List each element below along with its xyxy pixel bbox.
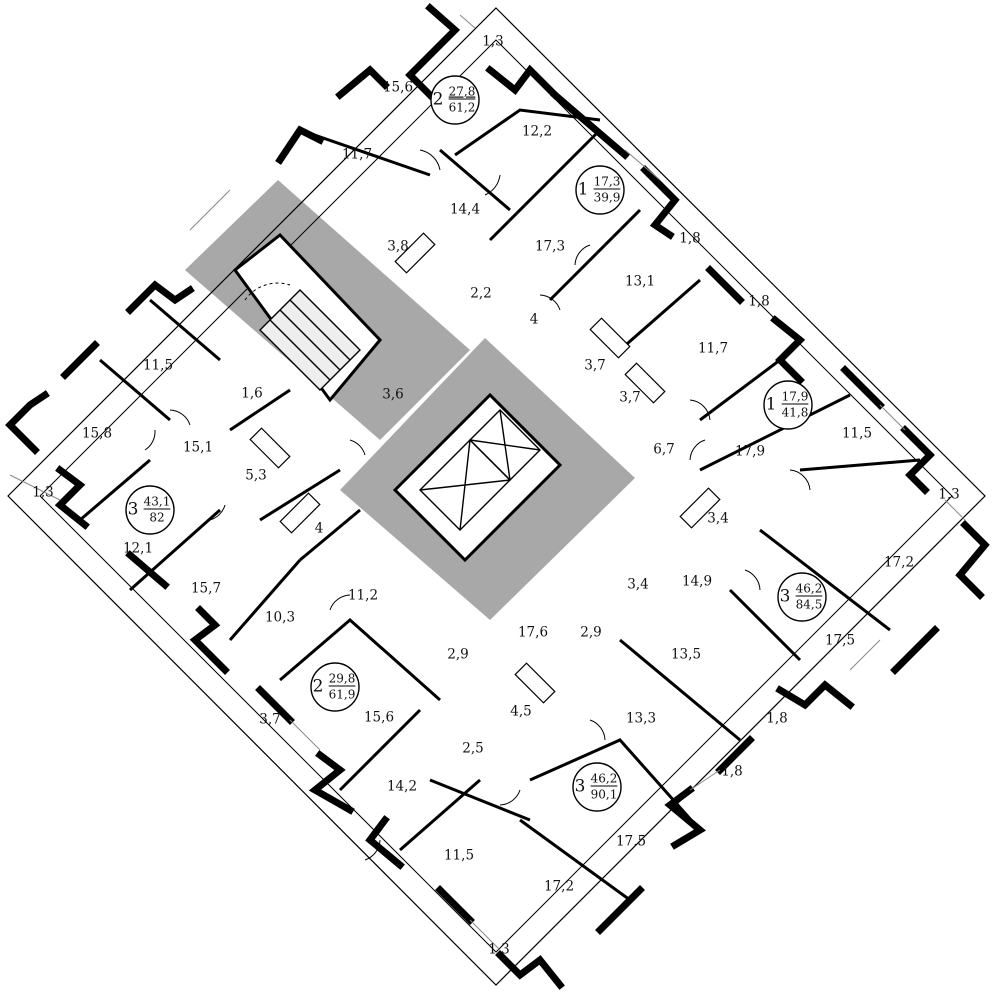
- room-area-label: 12,1: [123, 541, 153, 557]
- room-area-label: 4: [530, 312, 539, 328]
- room-area-label: 17,5: [825, 633, 855, 649]
- interior-walls: [79, 108, 921, 902]
- room-area-label: 17,6: [518, 625, 548, 641]
- exterior-walls: [5, 3, 990, 990]
- balcony-dimension-labels: 1,3 1,8 1,8 1,3 1,3 3,7 1,8 1,8 1,3: [32, 34, 959, 958]
- apartment-badge: 2 27,8 61,2: [430, 75, 480, 125]
- room-area-label: 3,7: [619, 390, 640, 406]
- room-area-label: 14,9: [682, 574, 712, 590]
- room-area-label: 17,5: [616, 834, 646, 850]
- room-area-label: 11,5: [444, 848, 474, 864]
- room-area-label: 3,4: [707, 511, 728, 527]
- balcony-dimension: 3,7: [259, 712, 280, 728]
- room-area-label: 3,4: [627, 577, 648, 593]
- balcony-dimension: 1,3: [482, 34, 503, 50]
- lift-shafts: [392, 392, 563, 563]
- room-area-label: 15,6: [383, 80, 413, 96]
- svg-text:46,2: 46,2: [796, 582, 823, 596]
- svg-text:43,1: 43,1: [144, 495, 171, 509]
- room-area-label: 3,8: [387, 239, 408, 255]
- room-area-label: 2,5: [462, 741, 483, 757]
- room-area-label: 13,1: [625, 274, 655, 290]
- balcony-dimension: 1,8: [766, 711, 787, 727]
- room-area-label: 17,9: [735, 444, 765, 460]
- room-area-label: 1,6: [241, 386, 262, 402]
- room-area-label: 2,9: [447, 647, 468, 663]
- apartment-badge: 3 43,1 82: [125, 485, 175, 535]
- staircase: [232, 232, 383, 403]
- svg-text:2: 2: [433, 90, 444, 110]
- apartment-badge: 2 29,8 61,9: [310, 662, 360, 712]
- room-area-label: 11,5: [842, 426, 872, 442]
- room-area-label: 4,5: [510, 704, 531, 720]
- svg-text:3: 3: [575, 777, 586, 797]
- svg-text:82: 82: [149, 511, 164, 525]
- balcony-dimension: 1,3: [938, 487, 959, 503]
- bath-fixtures: [249, 232, 721, 704]
- apartment-badge: 3 46,2 84,5: [777, 572, 827, 622]
- apartment-badge: 1 17,3 39,9: [575, 165, 625, 215]
- room-area-label: 17,2: [884, 555, 914, 571]
- windows: [9, 14, 966, 951]
- room-area-labels: 15,6 12,2 11,7 14,4 17,3 3,8 2,2 4 13,1 …: [82, 80, 914, 895]
- room-area-label: 15,6: [364, 710, 394, 726]
- svg-text:46,2: 46,2: [591, 772, 618, 786]
- room-area-label: 11,7: [342, 147, 372, 163]
- room-area-label: 15,1: [183, 440, 213, 456]
- room-area-label: 5,3: [245, 468, 266, 484]
- svg-text:84,5: 84,5: [796, 598, 823, 612]
- room-area-label: 11,5: [143, 358, 173, 374]
- doors: [144, 149, 811, 861]
- room-area-label: 3,7: [584, 358, 605, 374]
- svg-text:1: 1: [578, 180, 589, 200]
- room-area-label: 14,2: [387, 779, 417, 795]
- room-area-label: 11,7: [698, 341, 728, 357]
- balcony-dimension: 1,3: [488, 942, 509, 958]
- balcony-dimension: 1,8: [679, 231, 700, 247]
- room-area-label: 17,2: [544, 879, 574, 895]
- apartment-badge: 1 17,9 41,8: [763, 380, 813, 430]
- svg-text:1: 1: [766, 395, 777, 415]
- balcony-dimension: 1,8: [721, 764, 742, 780]
- svg-text:3: 3: [780, 587, 791, 607]
- svg-text:17,3: 17,3: [594, 175, 621, 189]
- room-area-label: 13,3: [626, 711, 656, 727]
- room-area-label: 11,2: [348, 588, 378, 604]
- svg-text:2: 2: [313, 677, 324, 697]
- room-area-label: 15,7: [191, 581, 221, 597]
- room-area-label: 6,7: [653, 442, 674, 458]
- svg-text:3: 3: [128, 500, 139, 520]
- svg-text:27,8: 27,8: [449, 85, 476, 99]
- room-area-label: 12,2: [522, 124, 552, 140]
- svg-text:29,8: 29,8: [329, 672, 356, 686]
- svg-text:61,9: 61,9: [329, 688, 356, 702]
- svg-text:41,8: 41,8: [782, 406, 809, 420]
- room-area-label: 13,5: [671, 647, 701, 663]
- svg-text:61,2: 61,2: [449, 101, 476, 115]
- svg-text:17,9: 17,9: [782, 390, 809, 404]
- apartment-badge: 3 46,2 90,1: [572, 762, 622, 812]
- room-area-label: 10,3: [265, 610, 295, 626]
- room-area-label: 17,3: [535, 239, 565, 255]
- room-area-label: 3,6: [382, 387, 403, 403]
- svg-text:39,9: 39,9: [594, 191, 621, 205]
- balcony-dimension: 1,3: [32, 485, 53, 501]
- balcony-dimension: 1,8: [748, 294, 769, 310]
- svg-text:90,1: 90,1: [591, 788, 618, 802]
- room-area-label: 2,2: [470, 286, 491, 302]
- room-area-label: 14,4: [450, 202, 480, 218]
- room-area-label: 2,9: [580, 625, 601, 641]
- room-area-label: 15,8: [82, 426, 112, 442]
- room-area-label: 4: [315, 521, 324, 537]
